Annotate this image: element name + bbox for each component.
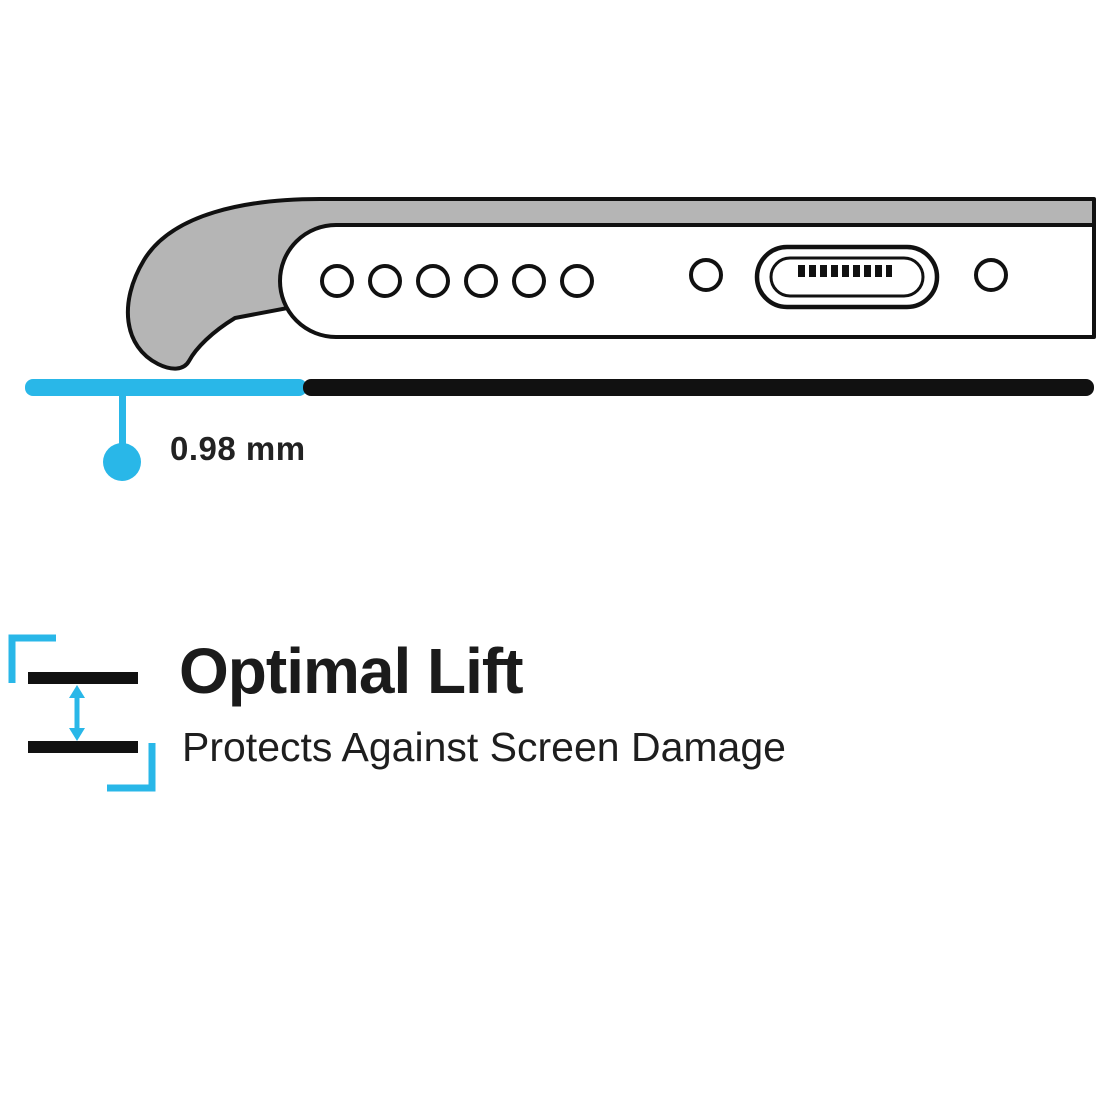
feature-subtitle: Protects Against Screen Damage [182, 724, 786, 770]
screw-hole-left [689, 258, 723, 292]
measurement-pointer-dot [103, 443, 141, 481]
lift-gap-icon [8, 634, 156, 792]
phone-body [278, 223, 1096, 339]
speaker-hole [560, 264, 594, 298]
measurement-label: 0.98 mm [170, 430, 306, 467]
phone-case-illustration [25, 197, 1096, 481]
bracket-bottom-right-icon [107, 743, 156, 792]
bracket-top-left-icon [8, 634, 56, 683]
gap-bottom-bar [28, 741, 138, 753]
double-arrow-icon [69, 685, 85, 741]
gap-top-bar [28, 672, 138, 684]
speaker-hole [416, 264, 450, 298]
feature-title: Optimal Lift [179, 635, 524, 707]
speaker-hole [512, 264, 546, 298]
speaker-hole [464, 264, 498, 298]
charging-port [754, 244, 940, 310]
screw-hole-right [974, 258, 1008, 292]
speaker-holes [320, 264, 594, 298]
measurement-pointer-line [119, 395, 126, 447]
speaker-hole [368, 264, 402, 298]
surface-bar [303, 379, 1094, 396]
lift-gap-bar [25, 379, 307, 396]
speaker-hole [320, 264, 354, 298]
